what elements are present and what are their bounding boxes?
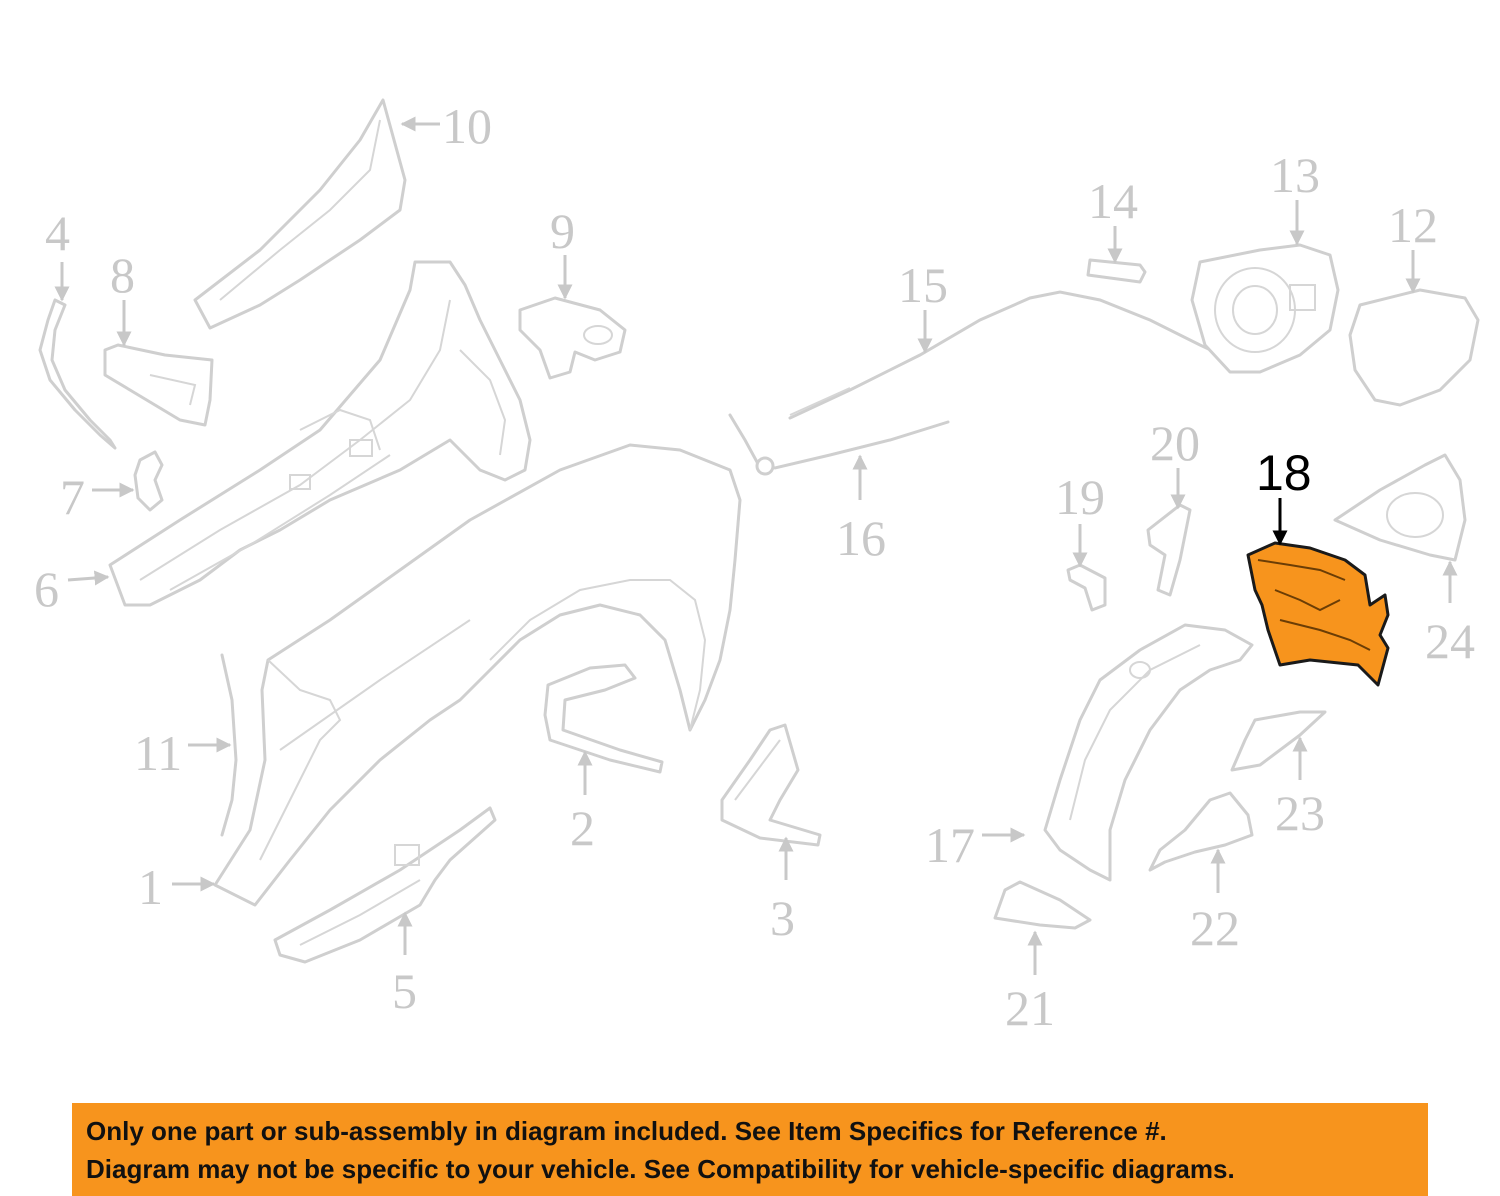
label-15: 15 bbox=[898, 257, 948, 313]
part-3 bbox=[720, 723, 822, 847]
part-9 bbox=[518, 296, 627, 380]
part-24 bbox=[1333, 453, 1467, 562]
label-9: 9 bbox=[550, 203, 575, 259]
part-13 bbox=[1190, 243, 1340, 374]
label-7: 7 bbox=[60, 469, 85, 525]
callout-labels: 10 4 8 9 7 6 11 1 5 2 3 15 16 14 13 12 2… bbox=[34, 98, 1475, 1036]
label-14: 14 bbox=[1088, 173, 1138, 229]
part-21 bbox=[993, 880, 1092, 930]
label-19: 19 bbox=[1055, 469, 1105, 525]
label-2: 2 bbox=[570, 800, 595, 856]
label-16: 16 bbox=[836, 510, 886, 566]
label-5: 5 bbox=[392, 963, 417, 1019]
label-8: 8 bbox=[110, 247, 135, 303]
label-6: 6 bbox=[34, 561, 59, 617]
disclaimer-line-1: Only one part or sub-assembly in diagram… bbox=[86, 1116, 1167, 1146]
label-11: 11 bbox=[134, 725, 182, 781]
label-3: 3 bbox=[770, 890, 795, 946]
part-8 bbox=[103, 343, 214, 427]
label-23: 23 bbox=[1275, 785, 1325, 841]
label-21: 21 bbox=[1005, 980, 1055, 1036]
label-1: 1 bbox=[138, 859, 163, 915]
part-23 bbox=[1230, 710, 1327, 772]
part-14 bbox=[1086, 258, 1147, 284]
label-10: 10 bbox=[442, 98, 492, 154]
label-18-highlighted: 18 bbox=[1256, 445, 1312, 501]
label-22: 22 bbox=[1190, 900, 1240, 956]
part-4 bbox=[38, 298, 117, 450]
part-5 bbox=[273, 806, 497, 964]
part-19 bbox=[1066, 563, 1107, 612]
disclaimer-line-2: Diagram may not be specific to your vehi… bbox=[86, 1154, 1235, 1184]
label-4: 4 bbox=[45, 205, 70, 261]
part-11 bbox=[220, 653, 238, 837]
part-1 bbox=[213, 443, 742, 907]
label-13: 13 bbox=[1270, 147, 1320, 203]
part-7 bbox=[133, 450, 164, 512]
label-24: 24 bbox=[1425, 613, 1475, 669]
parts-diagram: 10 4 8 9 7 6 11 1 5 2 3 15 16 14 13 12 2… bbox=[34, 98, 1480, 1036]
part-10 bbox=[193, 98, 407, 330]
part-18-highlighted bbox=[1246, 541, 1390, 687]
label-17: 17 bbox=[925, 817, 975, 873]
part-2 bbox=[543, 663, 664, 774]
callout-arrows bbox=[54, 116, 1458, 975]
part-16 bbox=[728, 413, 950, 476]
label-20: 20 bbox=[1150, 415, 1200, 471]
part-17 bbox=[1043, 623, 1254, 882]
label-12: 12 bbox=[1388, 197, 1438, 253]
part-12 bbox=[1348, 288, 1480, 407]
part-20 bbox=[1146, 503, 1192, 597]
disclaimer-banner: Only one part or sub-assembly in diagram… bbox=[72, 1103, 1428, 1196]
part-22 bbox=[1148, 791, 1254, 872]
part-15 bbox=[788, 290, 1217, 420]
part-6 bbox=[108, 260, 532, 607]
